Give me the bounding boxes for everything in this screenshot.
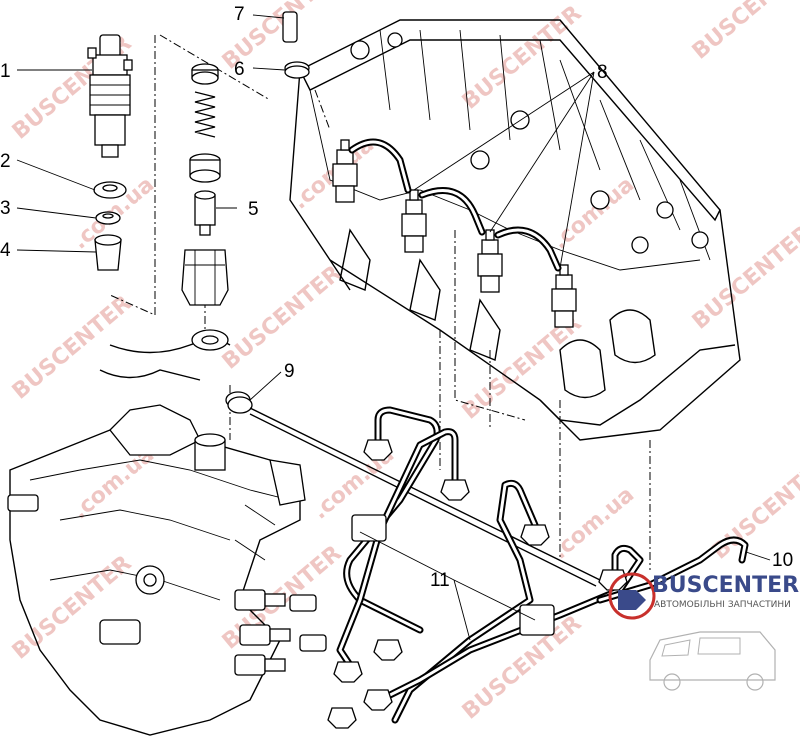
watermark-text: BUSCENTER: [8, 551, 137, 665]
logo-name: BUSCENTER: [652, 573, 799, 598]
watermark-domain: .com.ua: [548, 172, 639, 254]
return-hose: [596, 536, 749, 604]
leader-lines: [16, 14, 771, 641]
pump-outlets: [234, 589, 327, 676]
pipe-clamp: [519, 604, 555, 636]
nozzle-holder-parts: [99, 63, 231, 381]
callout-5: 5: [248, 199, 259, 220]
callout-3: 3: [0, 198, 11, 219]
callout-8: 8: [597, 62, 608, 83]
return-line-clamp: [225, 391, 601, 587]
callout-4: 4: [0, 240, 11, 261]
watermark-domain: .com.ua: [548, 482, 639, 564]
callout-6: 6: [234, 59, 245, 80]
callout-2: 2: [0, 151, 11, 172]
logo-arrow-icon: [618, 590, 646, 610]
buscenter-logo: BUSCENTER АВТОМОБІЛЬНІ ЗАПЧАСТИНИ: [608, 572, 799, 691]
watermark-text: BUSCENTER: [458, 311, 587, 425]
callout-1: 1: [0, 61, 11, 82]
installed-injectors: [332, 138, 577, 328]
logo-ring-icon: [608, 572, 656, 620]
van-icon: [649, 631, 776, 691]
watermark-text: BUSCENTER: [458, 1, 587, 115]
guide-lines: [109, 34, 651, 570]
logo-tagline: АВТОМОБІЛЬНІ ЗАПЧАСТИНИ: [654, 600, 791, 610]
injection-pump: [7, 404, 327, 736]
callout-labels: 1 2 3 4 5 6 7 8 9 10 11: [0, 4, 793, 591]
pipe-union-nuts: [327, 439, 628, 729]
callout-7: 7: [234, 4, 245, 25]
injector-assembly: [87, 34, 133, 271]
pipe-clamp: [351, 514, 387, 542]
watermark-text: BUSCENTER: [688, 0, 800, 65]
callout-11: 11: [430, 570, 450, 591]
clip-and-pin: [282, 11, 310, 79]
callout-9: 9: [284, 361, 295, 382]
cylinder-head: [289, 19, 741, 441]
high-pressure-pipes: [327, 406, 644, 729]
watermark-text: BUSCENTER: [218, 261, 347, 375]
callout-10: 10: [772, 550, 793, 571]
